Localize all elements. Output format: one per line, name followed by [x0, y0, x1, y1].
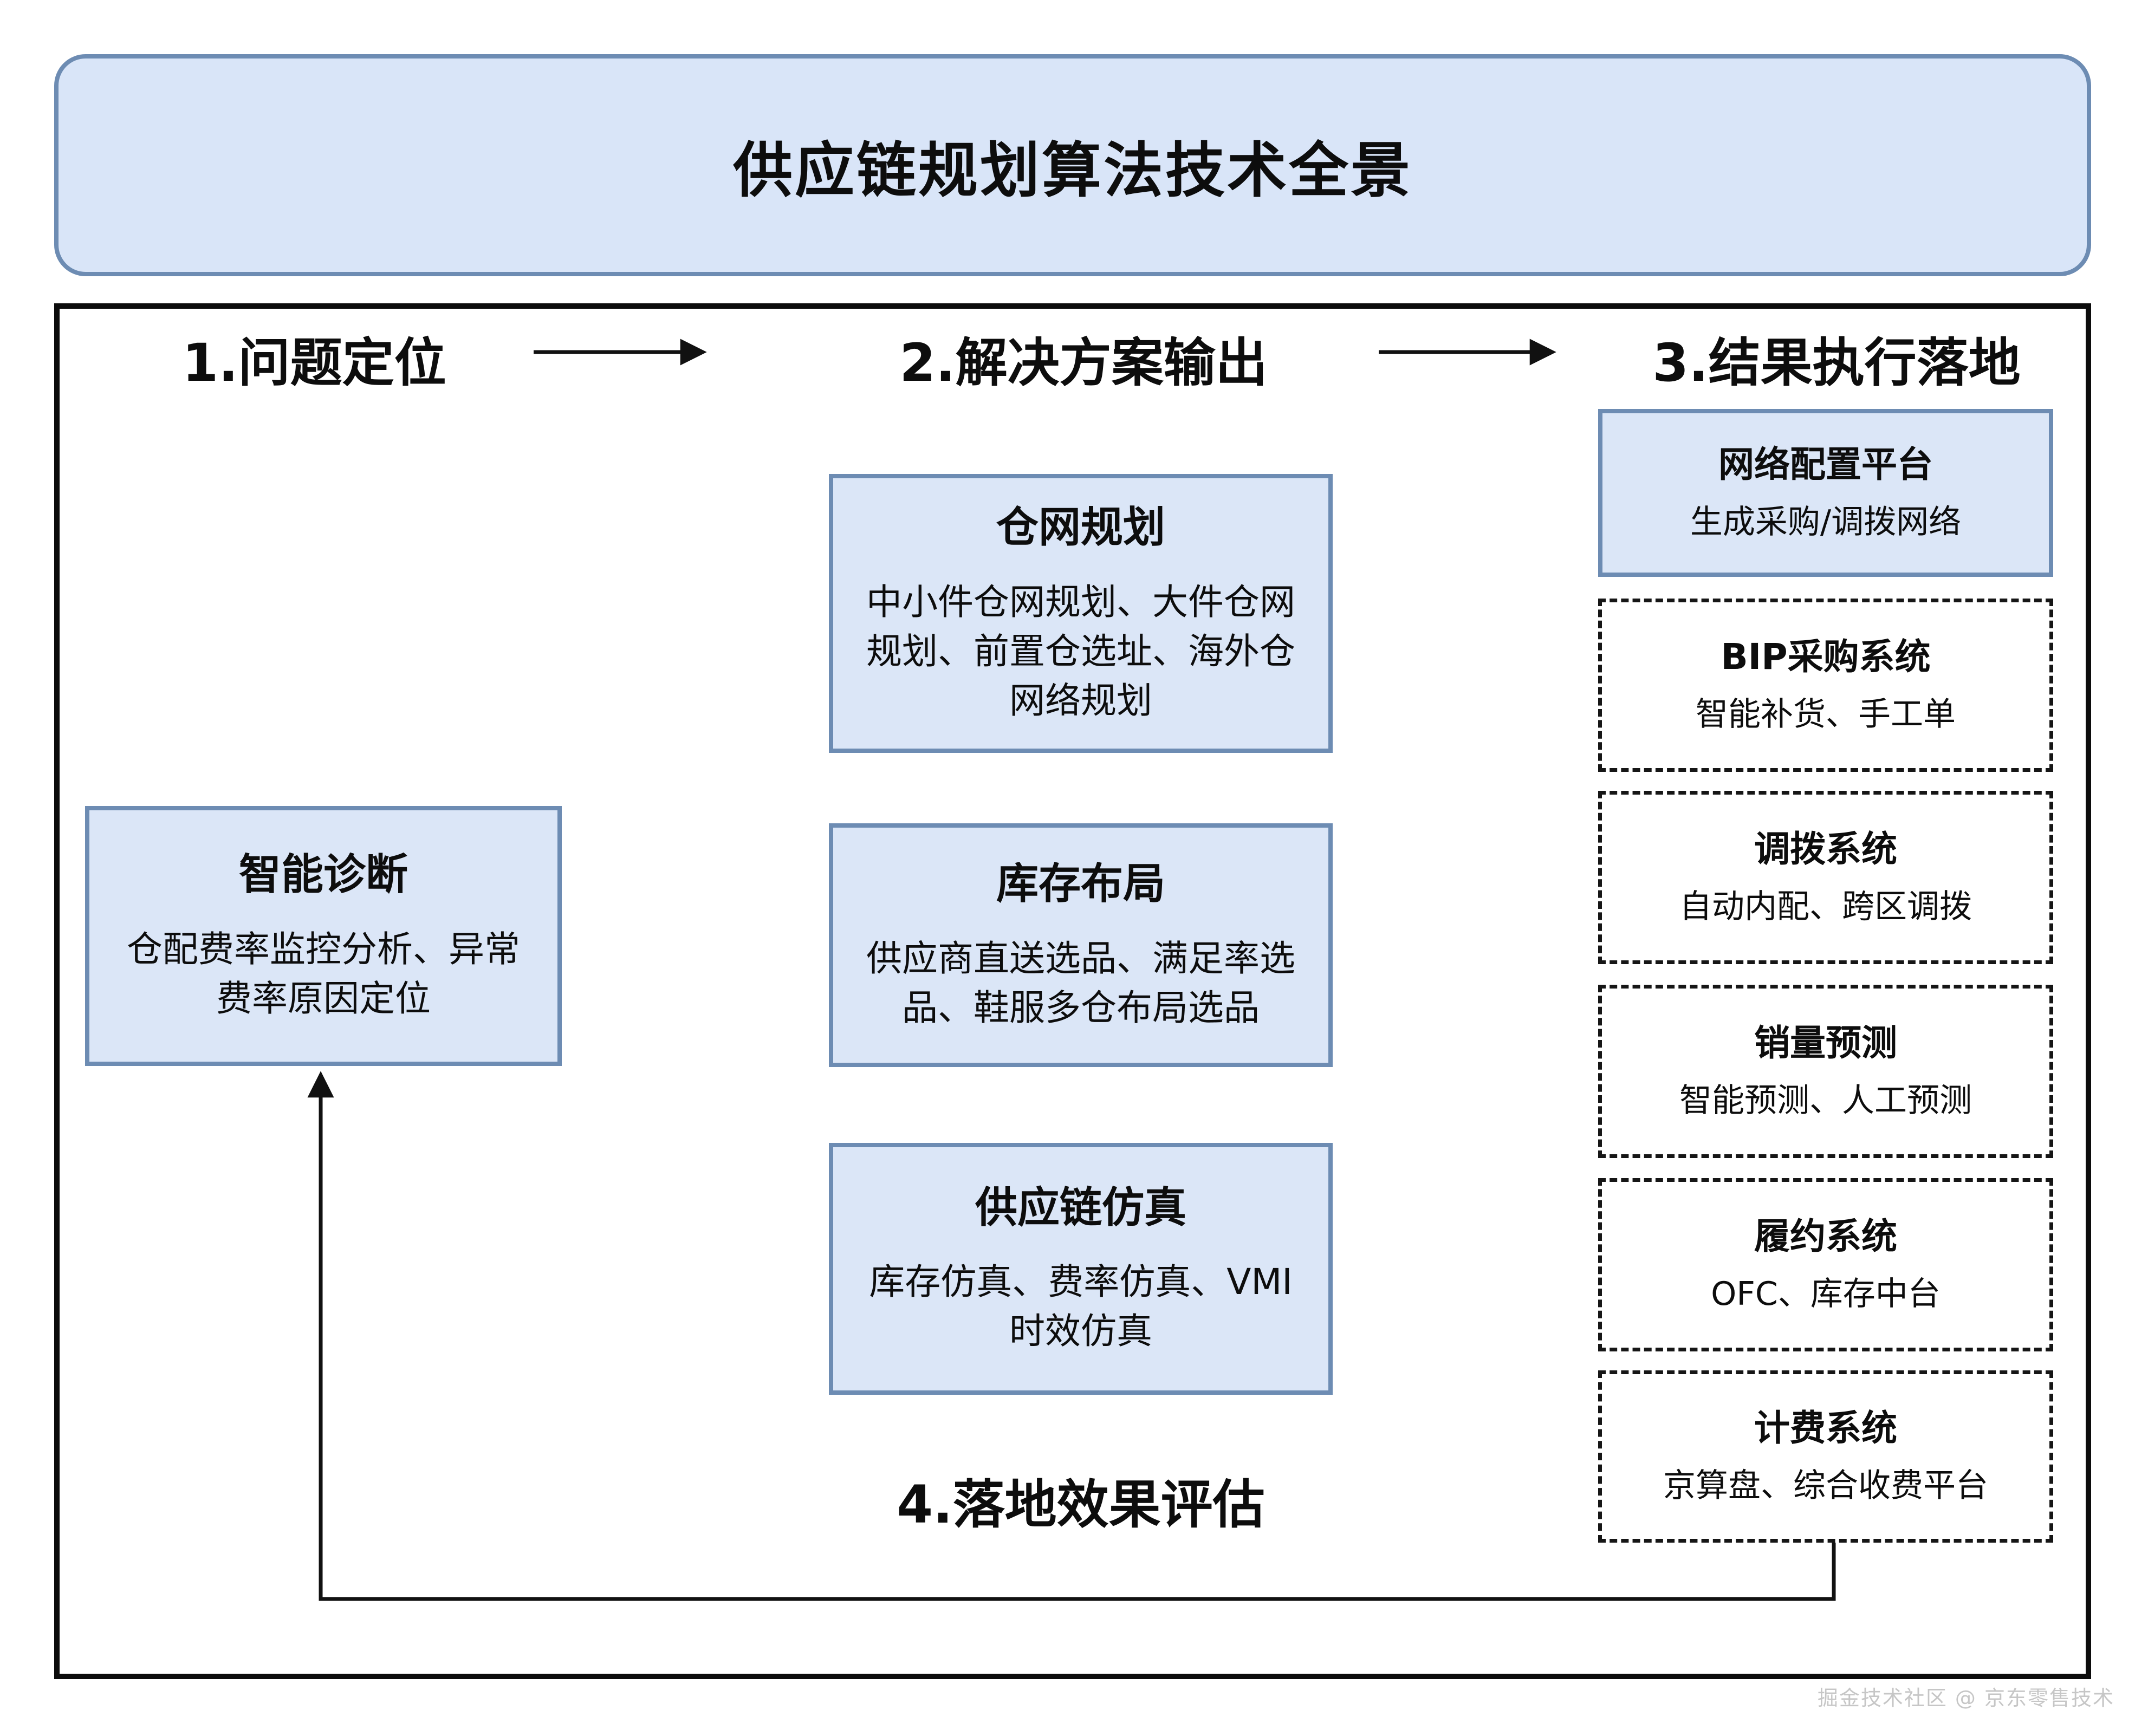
solution-box-title: 库存布局 [996, 860, 1165, 909]
execution-box-title: 计费系统 [1754, 1407, 1897, 1449]
execution-box-billing: 计费系统 京算盘、综合收费平台 [1598, 1370, 2053, 1543]
solution-box-simulation: 供应链仿真 库存仿真、费率仿真、VMI时效仿真 [829, 1143, 1333, 1395]
flow-panel [54, 303, 2091, 1679]
solution-box-body: 中小件仓网规划、大件仓网规划、前置仓选址、海外仓网络规划 [866, 581, 1295, 721]
execution-box-transfer-system: 调拨系统 自动内配、跨区调拨 [1598, 791, 2053, 964]
step-4-label: 4.落地效果评估 [897, 1474, 1265, 1535]
watermark: 掘金技术社区 @ 京东零售技术 [1817, 1686, 2114, 1710]
execution-box-fulfillment: 履约系统 OFC、库存中台 [1598, 1178, 2053, 1351]
solution-box-inventory-layout: 库存布局 供应商直送选品、满足率选品、鞋服多仓布局选品 [829, 823, 1333, 1067]
execution-box-body: 智能补货、手工单 [1696, 695, 1956, 734]
execution-box-title: 销量预测 [1754, 1022, 1897, 1064]
diagnosis-box-title: 智能诊断 [238, 850, 408, 900]
execution-box-body: 生成采购/调拨网络 [1690, 503, 1962, 542]
execution-box-body: 京算盘、综合收费平台 [1663, 1467, 1988, 1505]
step-1-label: 1.问题定位 [182, 333, 446, 393]
diagnosis-box: 智能诊断 仓配费率监控分析、异常费率原因定位 [85, 806, 562, 1066]
execution-box-network-config: 网络配置平台 生成采购/调拨网络 [1598, 409, 2053, 577]
feedback-arrow-icon [307, 1071, 1836, 1601]
solution-box-title: 仓网规划 [996, 503, 1165, 552]
solution-box-title: 供应链仿真 [975, 1183, 1186, 1232]
solution-box-body: 供应商直送选品、满足率选品、鞋服多仓布局选品 [866, 937, 1295, 1029]
execution-box-title: 网络配置平台 [1718, 443, 1933, 485]
execution-box-body: OFC、库存中台 [1711, 1275, 1941, 1314]
execution-box-body: 智能预测、人工预测 [1679, 1082, 1972, 1120]
execution-box-title: BIP采购系统 [1721, 635, 1931, 678]
execution-box-title: 调拨系统 [1754, 828, 1897, 870]
banner: 供应链规划算法技术全景 [54, 54, 2091, 276]
page-title: 供应链规划算法技术全景 [733, 136, 1412, 205]
step-3-label: 3.结果执行落地 [1652, 333, 2021, 393]
execution-box-body: 自动内配、跨区调拨 [1679, 888, 1972, 926]
execution-box-bip-purchase: BIP采购系统 智能补货、手工单 [1598, 599, 2053, 772]
execution-box-sales-forecast: 销量预测 智能预测、人工预测 [1598, 985, 2053, 1158]
step-2-label: 2.解决方案输出 [899, 333, 1268, 393]
solution-box-body: 库存仿真、费率仿真、VMI时效仿真 [869, 1261, 1293, 1353]
diagnosis-box-body: 仓配费率监控分析、异常费率原因定位 [127, 928, 520, 1019]
execution-box-title: 履约系统 [1754, 1215, 1897, 1257]
solution-box-warehouse-network: 仓网规划 中小件仓网规划、大件仓网规划、前置仓选址、海外仓网络规划 [829, 474, 1333, 753]
